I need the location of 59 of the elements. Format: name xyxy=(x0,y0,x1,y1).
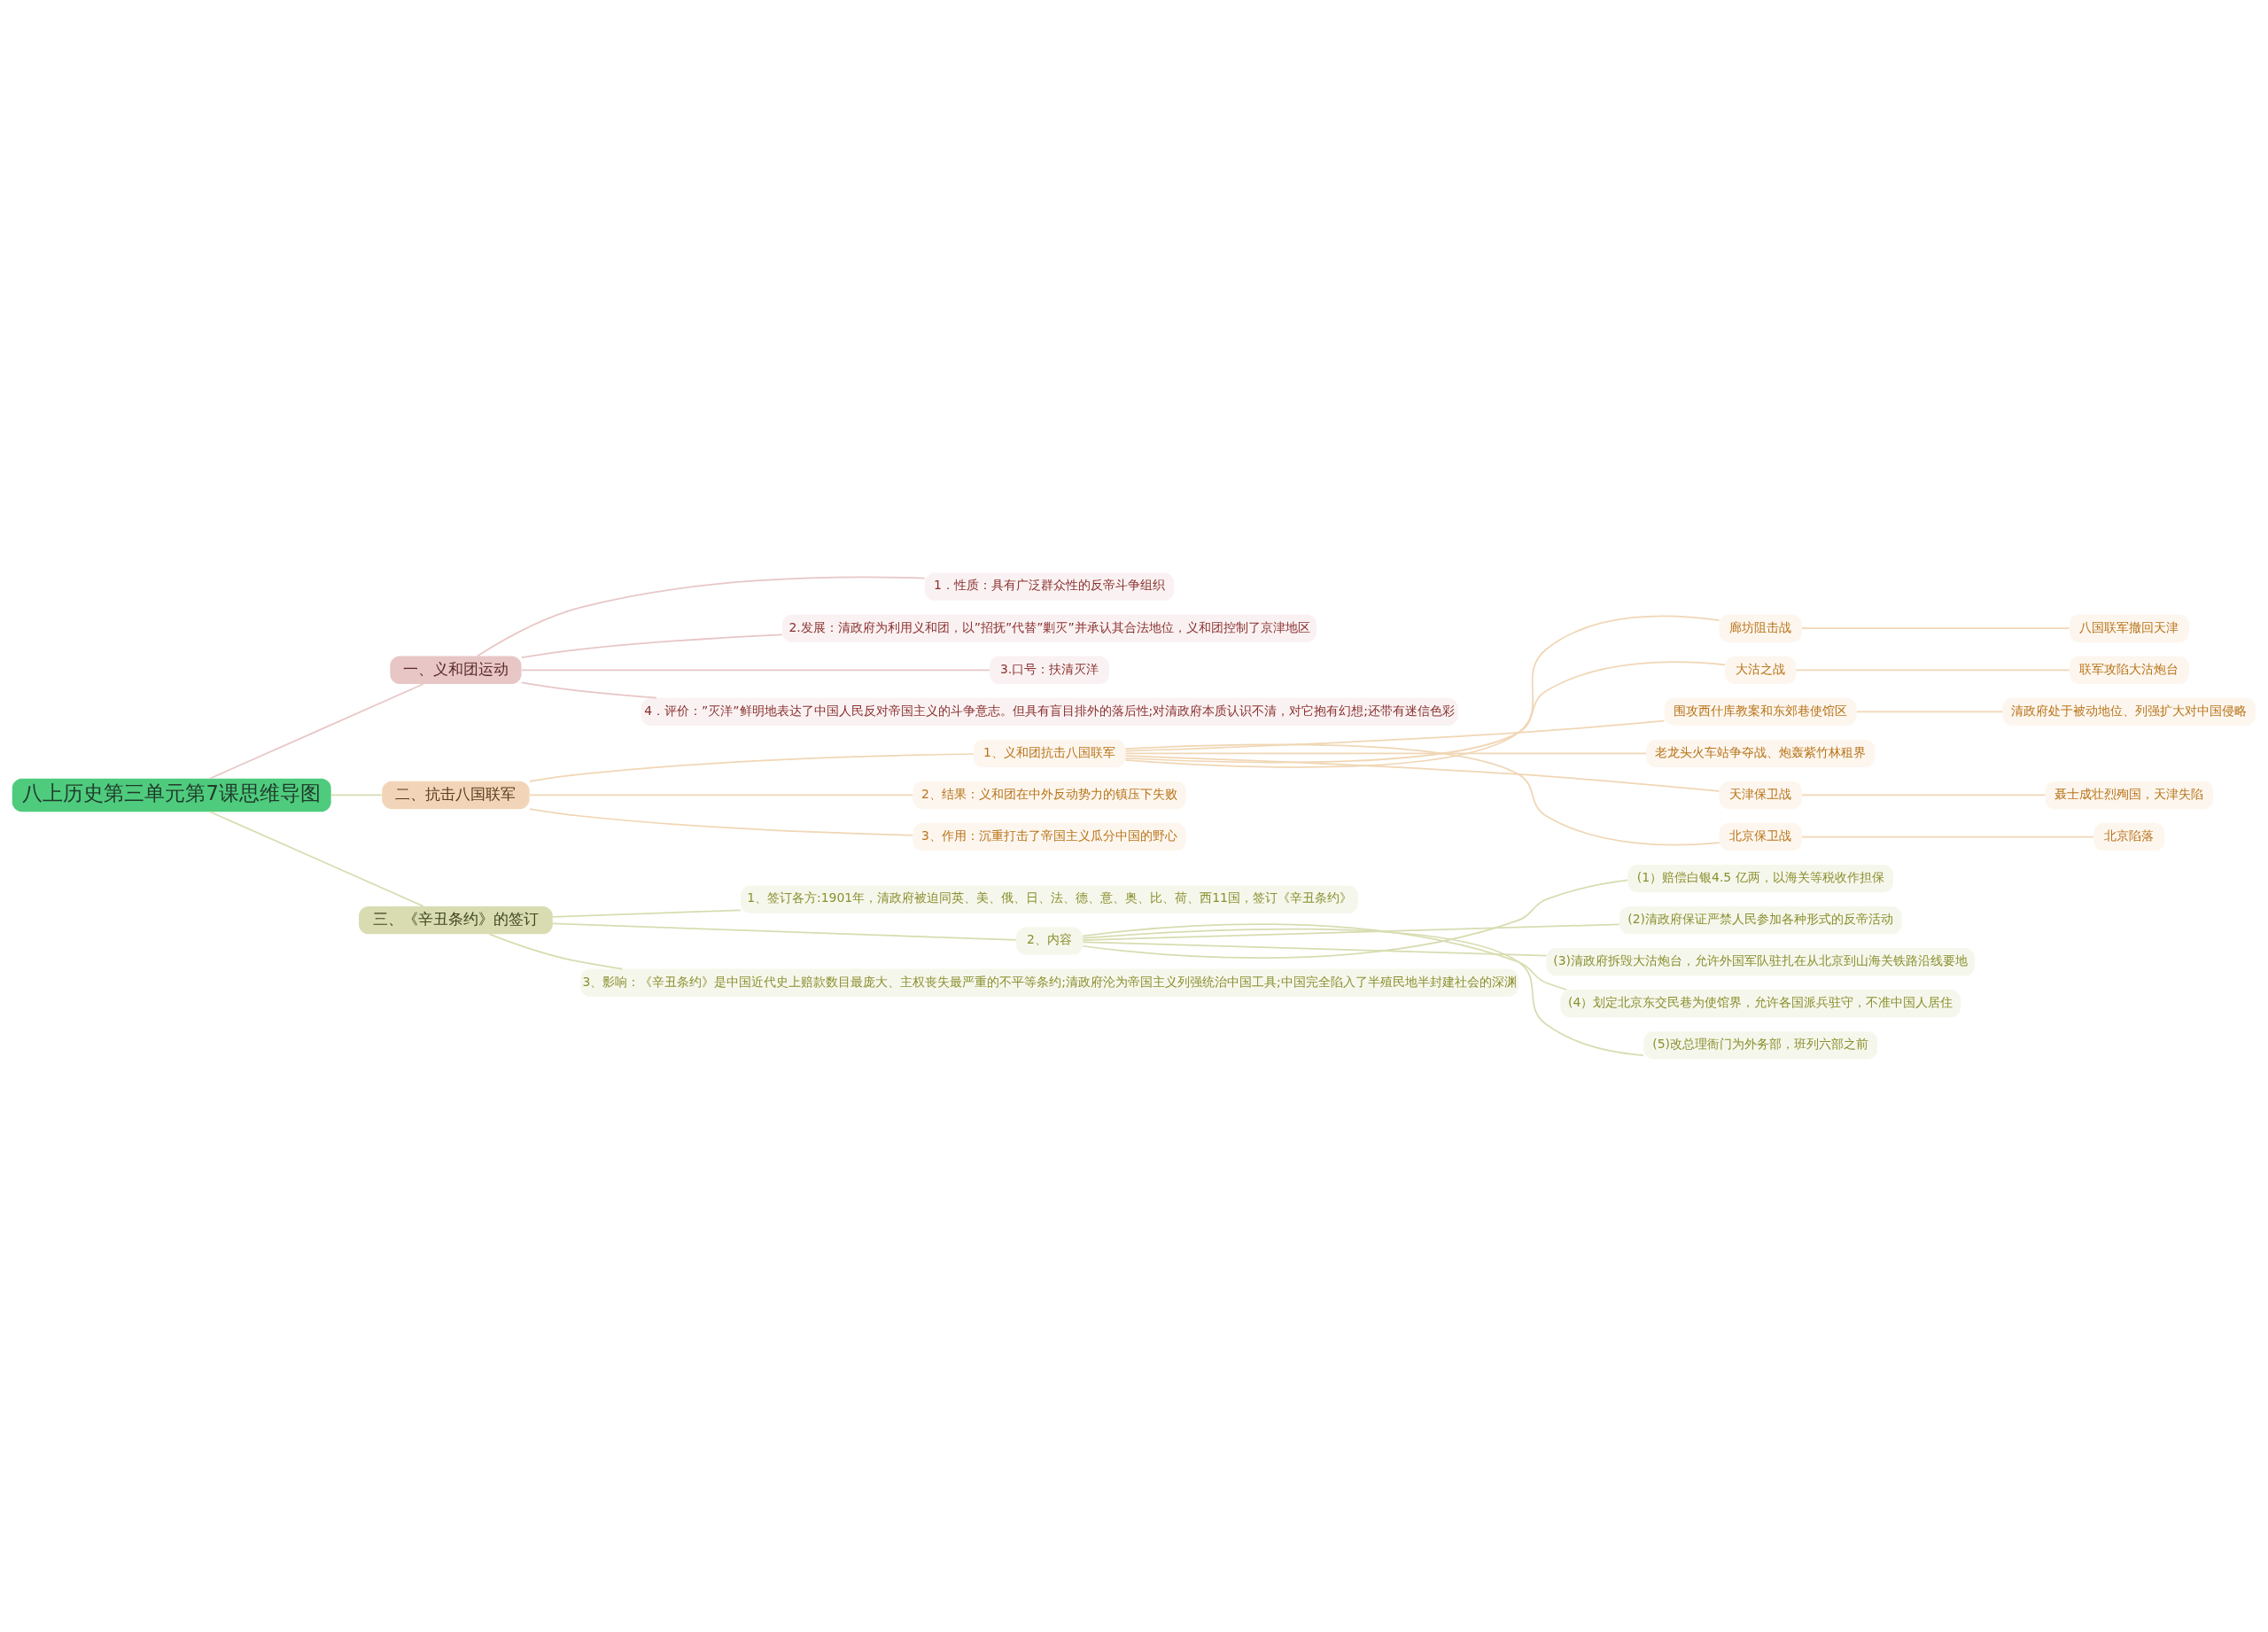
node-box: (1）赔偿白银4.5 亿两，以海关等税收作担保 xyxy=(1627,864,1894,893)
connector xyxy=(1124,743,1720,846)
node-box: 1、签订各方:1901年，清政府被迫同英、美、俄、日、法、德、意、奥、比、荷、西11国，签订《辛丑条约》 xyxy=(741,885,1359,913)
connector xyxy=(488,933,624,970)
node-box: 4．评价：”灭洋”鲜明地表达了中国人民反对帝国主义的斗争意志。但具有盲目排外的落后性;对清政府本质认识不清，对它抱有幻想;还带有迷信色彩 xyxy=(641,697,1458,727)
node-box: 2.发展：清政府为利用义和团，以”招抚”代替”剿灭”并承认其合法地位，义和团控制了京津地区 xyxy=(782,614,1317,642)
connector xyxy=(330,794,383,797)
node-box: 八上历史第三单元第7课思维导图 xyxy=(12,778,331,812)
node-box: (2)清政府保证严禁人民参加各种形式的反帝活动 xyxy=(1619,905,1902,935)
connector xyxy=(1124,661,1726,764)
node-box: 北京保卫战 xyxy=(1719,822,1802,851)
connector xyxy=(1801,794,2047,797)
node-box: 八国联军撤回天津 xyxy=(2069,614,2189,642)
connector xyxy=(1124,755,1720,792)
node-box: 3.口号：扶清灭洋 xyxy=(990,656,1110,684)
node-box: 三、《辛丑条约》的签订 xyxy=(359,905,553,935)
connector xyxy=(551,909,742,918)
connector xyxy=(1082,923,1568,991)
connector xyxy=(1082,928,1644,1056)
node-box: 一、义和团运动 xyxy=(390,656,522,684)
node-box: 围攻西什库教案和东郊巷使馆区 xyxy=(1664,697,1857,727)
connector xyxy=(1801,627,2070,630)
connector xyxy=(1082,879,1628,960)
connector xyxy=(529,753,975,782)
connector xyxy=(529,794,913,797)
node-box: 天津保卫战 xyxy=(1719,781,1802,810)
connector xyxy=(476,576,926,657)
connector xyxy=(1124,719,1666,752)
node-box: 大沽之战 xyxy=(1725,656,1797,684)
node-box: 老龙头火车站争夺战、炮轰紫竹林租界 xyxy=(1646,739,1876,768)
connector xyxy=(209,683,424,780)
connector xyxy=(1801,835,2094,838)
node-box: 清政府处于被动地位、列强扩大对中国侵略 xyxy=(2002,697,2256,727)
connector xyxy=(1082,923,1620,941)
connector xyxy=(520,681,657,699)
connector xyxy=(529,808,913,836)
node-box: 1．性质：具有广泛群众性的反帝斗争组织 xyxy=(924,572,1175,601)
connector xyxy=(1124,752,1647,755)
node-box: 2、结果：义和团在中外反动势力的镇压下失败 xyxy=(913,781,1186,810)
connector xyxy=(1856,711,2003,713)
node-box: 1、义和团抗击八国联军 xyxy=(973,739,1126,768)
node-box: 2、内容 xyxy=(1016,927,1084,955)
node-box: (4）划定北京东交民巷为使馆界，允许各国派兵驻守，不准中国人居住 xyxy=(1560,990,1961,1018)
node-box: 二、抗击八国联军 xyxy=(382,781,530,810)
connector xyxy=(1124,615,1720,768)
connector xyxy=(1795,669,2070,672)
node-box: 北京陷落 xyxy=(2093,822,2165,851)
node-box: 3、影响：《辛丑条约》是中国近代史上赔款数目最庞大、主权丧失最严重的不平等条约;清政府沦为帝国主义列强统治中国工具;中国完全陷入了半殖民地半封建社会的深渊 xyxy=(580,968,1518,997)
node-box: 联军攻陷大沽炮台 xyxy=(2069,656,2189,684)
connector xyxy=(520,633,783,659)
connector xyxy=(520,669,990,672)
node-box: (3)清政府拆毁大沽炮台，允许外国军队驻扎在从北京到山海关铁路沿线要地 xyxy=(1546,948,1976,976)
connector xyxy=(209,811,424,907)
node-box: (5)改总理衙门为外务部，班列六部之前 xyxy=(1643,1031,1878,1060)
node-box: 3、作用：沉重打击了帝国主义瓜分中国的野心 xyxy=(913,822,1186,851)
node-box: 聂士成壮烈殉国，天津失陷 xyxy=(2045,781,2214,810)
connector xyxy=(551,922,1017,941)
connector xyxy=(1082,941,1548,957)
node-box: 廊坊阻击战 xyxy=(1719,614,1802,642)
